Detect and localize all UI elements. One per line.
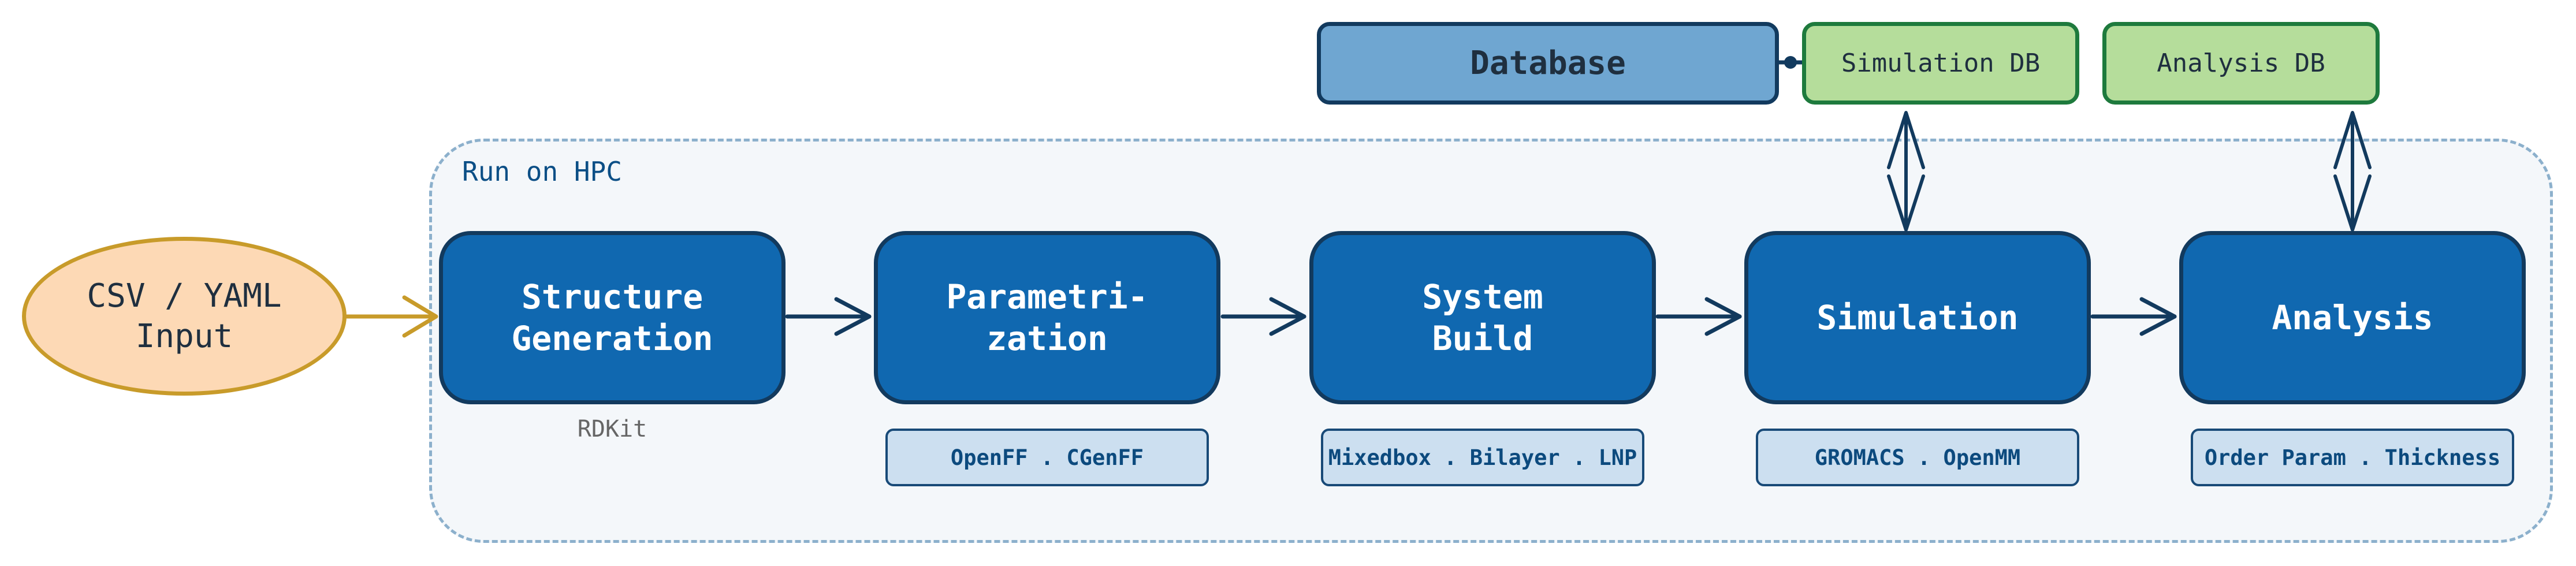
hpc-label: Run on HPC — [462, 156, 622, 187]
simulation-db-label: Simulation DB — [1841, 49, 2041, 78]
input-node: CSV / YAML Input — [22, 237, 347, 396]
stage-label-line-1: Structure — [521, 277, 703, 316]
input-label-line-2: Input — [135, 317, 233, 355]
input-label-line-1: CSV / YAML — [87, 277, 282, 315]
tool-box-analysis: Order Param . Thickness — [2191, 429, 2514, 486]
stage-label-line-2: Build — [1432, 319, 1533, 358]
arrowhead-input — [402, 295, 438, 338]
tool-rdkit: RDKit — [577, 416, 647, 442]
arrowhead-up-sim-db — [1887, 111, 1925, 169]
arrowhead-param — [834, 297, 872, 336]
arrowhead-system — [1269, 297, 1306, 336]
stage-label-line-1: Analysis — [2272, 297, 2433, 337]
tool-box-parametrization: OpenFF . CGenFF — [885, 429, 1209, 486]
analysis-db-node: Analysis DB — [2102, 22, 2380, 105]
simulation-db-node: Simulation DB — [1802, 22, 2079, 105]
stage-parametrization: Parametri- zation — [874, 231, 1220, 404]
connector-dot — [1784, 56, 1797, 69]
stage-label-line-1: Simulation — [1816, 297, 2019, 337]
stage-label-line-2: zation — [987, 319, 1108, 358]
arrowhead-down-simulation — [1887, 174, 1925, 232]
arrowhead-down-analysis — [2333, 174, 2372, 232]
arrowhead-analysis — [2139, 297, 2177, 336]
database-label: Database — [1470, 44, 1626, 82]
stage-structure-generation: Structure Generation — [439, 231, 786, 404]
stage-label-line-2: Generation — [511, 319, 713, 358]
arrowhead-simulation — [1704, 297, 1742, 336]
tool-box-system-build: Mixedbox . Bilayer . LNP — [1321, 429, 1644, 486]
tool-label: Order Param . Thickness — [2204, 445, 2501, 470]
arrowhead-up-analysis-db — [2333, 111, 2372, 169]
database-node: Database — [1317, 22, 1779, 105]
stage-analysis: Analysis — [2179, 231, 2526, 404]
stage-label-line-1: Parametri- — [946, 277, 1148, 316]
tool-label: OpenFF . CGenFF — [950, 445, 1144, 470]
stage-simulation: Simulation — [1744, 231, 2091, 404]
tool-box-simulation: GROMACS . OpenMM — [1756, 429, 2079, 486]
tool-label: Mixedbox . Bilayer . LNP — [1328, 445, 1637, 470]
stage-system-build: System Build — [1309, 231, 1656, 404]
tool-label: GROMACS . OpenMM — [1814, 445, 2021, 470]
analysis-db-label: Analysis DB — [2157, 49, 2325, 78]
stage-label-line-1: System — [1422, 277, 1543, 316]
